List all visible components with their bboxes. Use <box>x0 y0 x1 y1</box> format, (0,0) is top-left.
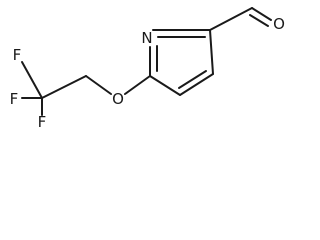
atom-label-fluorine-top: F <box>13 46 22 64</box>
bond-aldehyde-c-o-inner <box>249 14 269 27</box>
bond-ch2-cf3 <box>41 75 87 99</box>
atom-label-ring-nitrogen: N <box>141 29 152 47</box>
atom-label-fluorine-left: F <box>10 90 19 108</box>
bond-c5-c6 <box>149 75 181 96</box>
bond-aldehyde-c-o <box>251 7 272 21</box>
bond-c4-c5 <box>179 73 214 96</box>
pyridine-ring <box>149 29 214 96</box>
bond-ring-aldehyde <box>209 7 253 31</box>
bond-c-f1 <box>21 61 43 99</box>
bond-c4-c5-inner <box>178 70 207 89</box>
chemical-structure: N O O F F F <box>10 7 285 131</box>
atom-label-ether-oxygen: O <box>112 90 124 108</box>
bond-c3-c4 <box>209 29 214 75</box>
bond-ether-o-ch2 <box>85 75 112 95</box>
bond-ring-ether-o <box>124 75 151 95</box>
atom-label-aldehyde-oxygen: O <box>273 15 285 33</box>
atom-label-fluorine-bottom: F <box>38 113 47 131</box>
